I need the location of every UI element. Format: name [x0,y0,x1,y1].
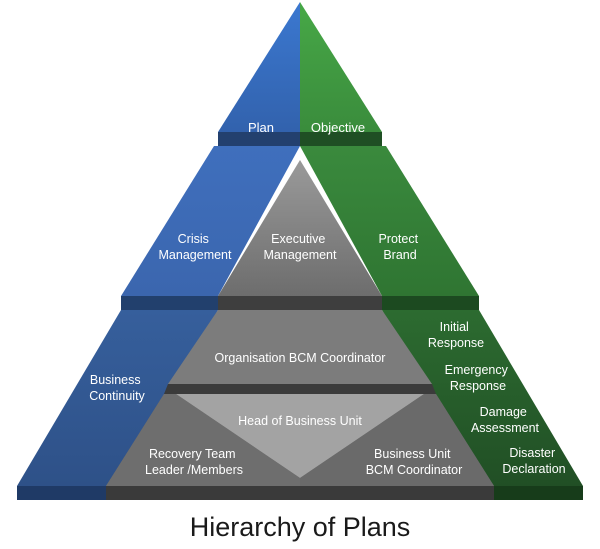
business-continuity-face [17,310,218,486]
tier-top: Plan Objective [218,2,382,146]
objective-label: Objective [311,120,365,135]
tier-second: Crisis Management Executive Management P… [121,146,479,310]
initial-response-label: Initial Response [428,320,484,350]
apex-plan-ledge [218,132,300,146]
diagram-title: Hierarchy of Plans [190,512,411,542]
disaster-declaration-label: Disaster Declaration [502,446,565,476]
plan-label: Plan [248,120,274,135]
organisation-bcm-face [168,310,432,384]
tier4-left-ledge [17,486,120,500]
business-continuity-label: Business Continuity [89,373,145,403]
apex-objective-ledge [300,132,382,146]
tier4-center-ledge [106,486,494,500]
tier-third: Organisation BCM Coordinator [164,310,436,394]
head-of-business-unit-label: Head of Business Unit [238,414,362,428]
tier-fourth-center: Head of Business Unit Recovery Team Lead… [106,394,494,500]
tier3-center-ledge [164,384,436,394]
tier2-left-ledge [121,296,218,310]
recovery-team-label: Recovery Team Leader /Members [145,447,243,477]
crisis-management-face [121,146,300,296]
tier-fourth-labels: Business Continuity Initial Response Eme… [89,320,565,476]
organisation-bcm-label: Organisation BCM Coordinator [215,351,386,365]
apex-plan-face [218,2,300,132]
apex-objective-face [300,2,382,132]
tier2-right-ledge [382,296,479,310]
business-unit-bcm-label: Business Unit BCM Coordinator [366,447,463,477]
executive-management-label: Executive Management [264,232,337,262]
crisis-management-label: Crisis Management [159,232,232,262]
head-of-business-unit-face [176,394,424,478]
protect-brand-face [300,146,479,296]
recovery-team-face [106,394,300,486]
protect-brand-label: Protect Brand [378,232,421,262]
tier-lower-sides [17,310,583,500]
business-unit-bcm-face [300,394,494,486]
tier2-center-ledge [218,296,382,310]
executive-management-face [218,160,382,296]
emergency-response-label: Emergency Response [445,363,512,393]
tier4-right-ledge [480,486,583,500]
recovery-actions-face [382,310,583,486]
damage-assessment-label: Damage Assessment [471,405,540,435]
